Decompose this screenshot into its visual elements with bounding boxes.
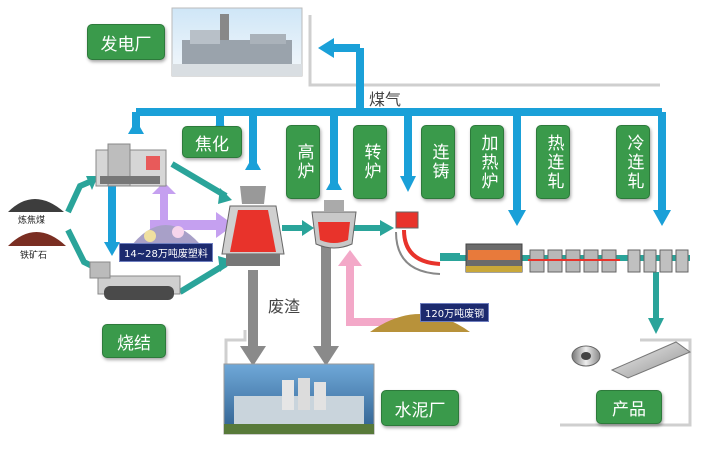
slag-arrows: [240, 246, 339, 366]
reheating-furnace: [465, 243, 523, 273]
coking-label: 焦化: [182, 126, 242, 158]
slag-label: 废渣: [268, 297, 301, 316]
coking-coal-label: 炼焦煤: [18, 216, 46, 226]
iron-ore-label: 铁矿石: [20, 251, 48, 261]
cold-rolling-label: 冷连轧: [616, 125, 650, 199]
coke-oven: [95, 143, 167, 187]
iron-ore-pile: [8, 232, 66, 246]
cement-plant-photo: [223, 363, 375, 435]
heating-furnace-label: 加热炉: [470, 125, 504, 199]
cold-rolling-mill: [627, 249, 689, 273]
products-label: 产品: [596, 390, 662, 424]
coking-coal-pile: [8, 199, 64, 212]
converter-label: 转炉: [353, 125, 387, 199]
cement-plant-label: 水泥厂: [381, 390, 459, 426]
converter: [311, 200, 357, 249]
blast-furnace: [221, 186, 285, 266]
scrap-steel-arrow: [338, 250, 398, 326]
scrap-steel-tag: 120万吨废钢: [420, 303, 490, 322]
waste-plastic-tag: 14~28万吨废塑料: [119, 243, 213, 262]
blast-furnace-label: 高炉: [286, 125, 320, 199]
steel-coil: [571, 345, 601, 367]
hot-rolling-label: 热连轧: [536, 125, 570, 199]
continuous-casting-label: 连铸: [421, 125, 455, 199]
power-plant-photo: [171, 7, 303, 77]
sintering-label: 烧结: [102, 324, 166, 358]
gas-label: 煤气: [369, 90, 402, 109]
process-flow-arrowheads: [86, 176, 664, 334]
power-plant-label: 发电厂: [87, 24, 165, 60]
sintering-machine: [89, 261, 181, 300]
waste-plastic-arrow: [150, 182, 234, 238]
continuous-caster: [395, 211, 441, 275]
steel-sheet: [610, 341, 692, 379]
